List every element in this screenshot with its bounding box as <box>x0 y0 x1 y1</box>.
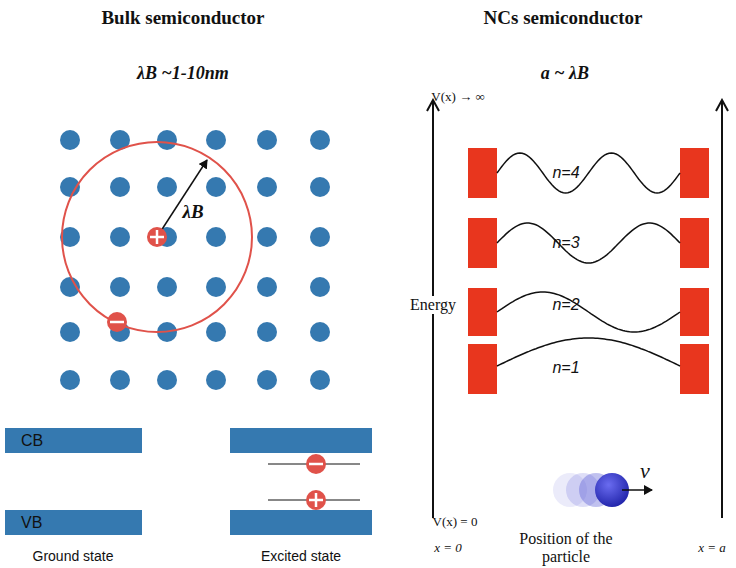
lattice-atom <box>157 177 177 197</box>
lattice-atom <box>310 177 330 197</box>
particle <box>553 473 652 507</box>
wavefunction <box>497 153 680 193</box>
potential-well <box>433 100 722 518</box>
electron <box>107 312 127 332</box>
heading: NCs semiconductor <box>484 7 643 29</box>
wavefunction <box>497 223 680 263</box>
exciton-circle <box>62 142 252 332</box>
lattice-atom <box>206 322 226 342</box>
lattice-atom <box>157 277 177 297</box>
band-name: VB <box>21 514 42 532</box>
lattice-atom <box>206 227 226 247</box>
axis-label: Energy <box>408 296 458 314</box>
state-label: Ground state <box>33 548 114 564</box>
axis-label: x = a <box>698 540 726 556</box>
level-label: n=2 <box>552 296 579 314</box>
lattice-atom <box>157 130 177 150</box>
lattice-atom <box>110 177 130 197</box>
level-label: n=3 <box>552 234 579 252</box>
hole <box>147 227 167 247</box>
velocity-label: v <box>640 458 650 484</box>
lattice-atom <box>110 227 130 247</box>
wavefunction <box>497 338 680 366</box>
radius-label: λB <box>182 201 203 223</box>
lattice-atom <box>257 177 277 197</box>
lattice-atom <box>60 130 80 150</box>
band-bar: VB <box>5 510 142 535</box>
lattice-atom <box>310 370 330 390</box>
state-label: Excited state <box>261 548 341 564</box>
lattice-atom <box>257 227 277 247</box>
lattice-atom <box>60 322 80 342</box>
lattice-atom <box>206 370 226 390</box>
lattice-atom <box>110 277 130 297</box>
potential-label: V(x) → ∞ <box>431 89 484 105</box>
excited-band <box>230 428 372 535</box>
lattice-atom <box>206 177 226 197</box>
band-bar: CB <box>5 428 142 453</box>
wavefunction <box>497 292 680 332</box>
level-label: n=1 <box>552 359 579 377</box>
lattice-atom <box>206 130 226 150</box>
axis-label: Position of the particle <box>506 530 626 565</box>
lattice-atom <box>310 277 330 297</box>
lattice-atom <box>310 227 330 247</box>
scale-label: a ~ λB <box>541 63 589 84</box>
lattice-atom <box>157 370 177 390</box>
axis-label: x = 0 <box>434 540 462 556</box>
lattice-atom <box>257 322 277 342</box>
lattice-atom <box>110 370 130 390</box>
lattice-atom <box>257 277 277 297</box>
level-label: n=4 <box>552 164 579 182</box>
heading: Bulk semiconductor <box>101 7 264 29</box>
lattice-atom <box>60 370 80 390</box>
potential-label: V(x) = 0 <box>433 514 478 530</box>
scale-label: λB ~1-10nm <box>137 63 229 84</box>
radius-arrow <box>157 160 207 237</box>
lattice-atom <box>257 130 277 150</box>
lattice-atom <box>310 130 330 150</box>
lattice-atom <box>257 370 277 390</box>
lattice-atom <box>206 277 226 297</box>
band-name: CB <box>21 432 43 450</box>
lattice-atom <box>310 322 330 342</box>
lattice <box>60 130 330 390</box>
